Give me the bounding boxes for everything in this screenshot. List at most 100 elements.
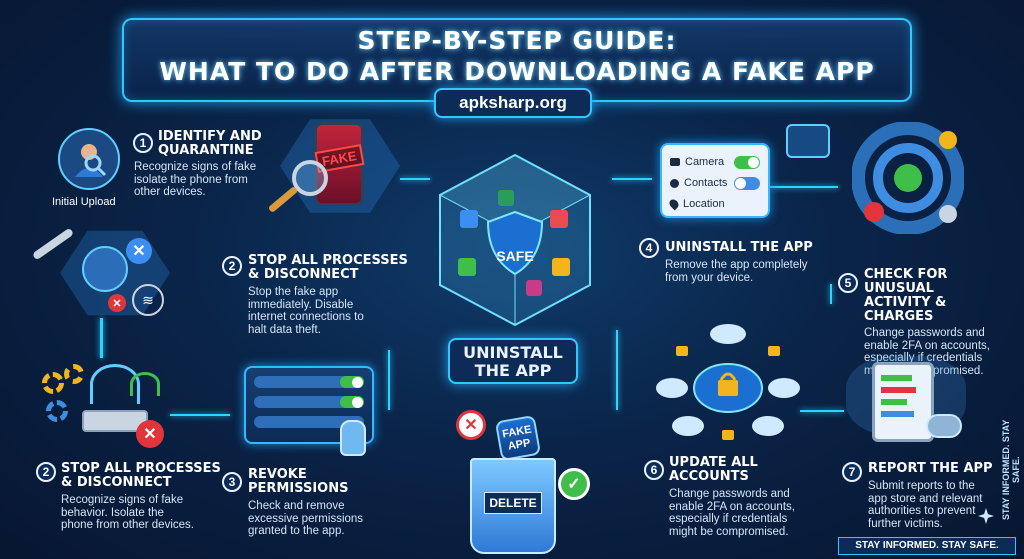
fake-app-icon: FAKE APP [494,414,542,462]
setting-row[interactable] [254,416,364,428]
step-desc: other devices. [134,186,206,198]
step-number: 2 [36,462,56,482]
step-desc: Submit reports to the [868,480,975,492]
setting-row[interactable] [254,396,364,408]
step-desc: enable 2FA on accounts, [669,500,795,513]
close-icon: ✕ [126,238,152,264]
step-heading: STOP ALL PROCESSES [61,461,221,476]
step-heading: UNINSTALL THE APP [665,240,813,255]
step-heading: PERMISSIONS [248,481,349,496]
flow-line [170,414,230,416]
step-desc: enable 2FA on accounts, [864,339,990,352]
flow-line [388,350,390,410]
brand-badge[interactable]: apksharp.org [434,88,592,118]
step-desc: behavior. Isolate the [61,506,164,519]
step-desc: especially if credentials [669,513,788,525]
step-3: REVOKE PERMISSIONS Check and remove exce… [248,468,398,538]
upload-label: Initial Upload [52,196,116,208]
flow-line [400,178,430,180]
page-title: STEP-BY-STEP GUIDE: [357,26,677,55]
step-number: 1 [133,133,153,153]
flow-line [616,330,618,410]
contacts-icon [670,178,679,188]
step-number: 4 [639,238,659,258]
clipboard-icon [872,362,934,442]
permission-row[interactable]: Camera [670,153,760,171]
step-number: 5 [838,273,858,293]
permission-row[interactable]: Location [667,195,760,213]
step-4: UNINSTALL THE APP Remove the app complet… [665,241,835,284]
flow-line [100,318,103,358]
whistle-icon [926,414,962,438]
gear-icon [46,400,68,422]
hand-pointer-icon [340,420,366,456]
user-icon [82,246,128,292]
flow-line [770,186,838,188]
step-desc: Stop the fake app [248,286,339,298]
uninstall-label: UNINSTALL [463,343,563,362]
step-desc: Recognize signs of fake [134,161,257,173]
step-number: 3 [222,472,242,492]
step-desc: might be compromised. [669,525,789,538]
magnifier-icon [292,160,328,196]
step-1: IDENTIFY AND QUARANTINE Recognize signs … [134,129,298,199]
permission-toggle[interactable] [734,155,760,169]
step-heading: REPORT THE APP [868,461,993,476]
step-desc: further victims. [868,517,943,530]
close-icon: ✕ [136,420,164,448]
step-desc: especially if credentials [864,352,983,364]
step-2b: STOP ALL PROCESSES & DISCONNECT Recogniz… [61,462,221,532]
wifi-icon: ≋ [132,284,164,316]
side-footer: STAY INFORMED. STAY SAFE. [1001,419,1021,521]
uninstall-label: THE APP [474,361,552,380]
flow-line [612,178,652,180]
step-7: REPORT THE APP Submit reports to the app… [868,462,1008,530]
permission-toggle[interactable] [734,176,760,190]
step-desc: Remove the app completely [665,259,808,271]
location-icon [667,197,681,211]
step-desc: app store and relevant [868,492,983,505]
signal-icon [130,372,160,396]
robot-arm-icon [31,227,75,261]
check-icon: ✓ [558,468,590,500]
step-number: 6 [644,460,664,480]
step-desc: Change passwords and [864,327,985,339]
chat-bubble-icon [786,124,830,158]
footer-banner: STAY INFORMED. STAY SAFE. [838,537,1016,555]
gear-icon [42,372,64,394]
step-heading: ACCOUNTS [669,469,749,484]
flow-line [800,410,844,412]
ledger-swirl-icon [851,121,965,235]
blocked-icon: ✕ [108,294,126,312]
permission-label: Location [683,198,725,210]
settings-panel [244,366,374,444]
security-cube [430,150,600,330]
setting-row[interactable] [254,376,364,388]
step-heading: STOP ALL PROCESSES [248,253,408,268]
uninstall-banner: UNINSTALL THE APP [448,338,578,384]
step-heading: & DISCONNECT [61,475,172,490]
permission-label: Contacts [684,177,728,189]
step-desc: phone from other devices. [61,519,194,531]
page-subtitle: WHAT TO DO AFTER DOWNLOADING A FAKE APP [159,57,875,86]
step-desc: excessive permissions [248,512,364,525]
setting-toggle[interactable] [340,376,364,388]
step-heading: UPDATE ALL [669,455,758,470]
step-number: 2 [222,256,242,276]
permissions-panel: Camera Contacts Location [660,143,770,218]
gear-icon [64,364,84,384]
permission-label: Camera [685,156,725,168]
step-heading: IDENTIFY AND [158,129,262,144]
cloud-lock-network [648,318,808,448]
step-desc: internet connections to [248,311,364,323]
person-search-icon [58,128,120,190]
step-desc: halt data theft. [248,323,321,336]
close-icon: ✕ [456,410,486,440]
permission-row[interactable]: Contacts [670,174,760,192]
step-heading: ACTIVITY & CHARGES [864,295,947,324]
step-desc: isolate the phone from [134,173,248,186]
setting-toggle[interactable] [340,396,364,408]
safe-shield-label: SAFE [496,248,534,264]
step-desc: immediately. Disable [248,298,354,311]
step-heading: CHECK FOR UNUSUAL [864,267,948,296]
